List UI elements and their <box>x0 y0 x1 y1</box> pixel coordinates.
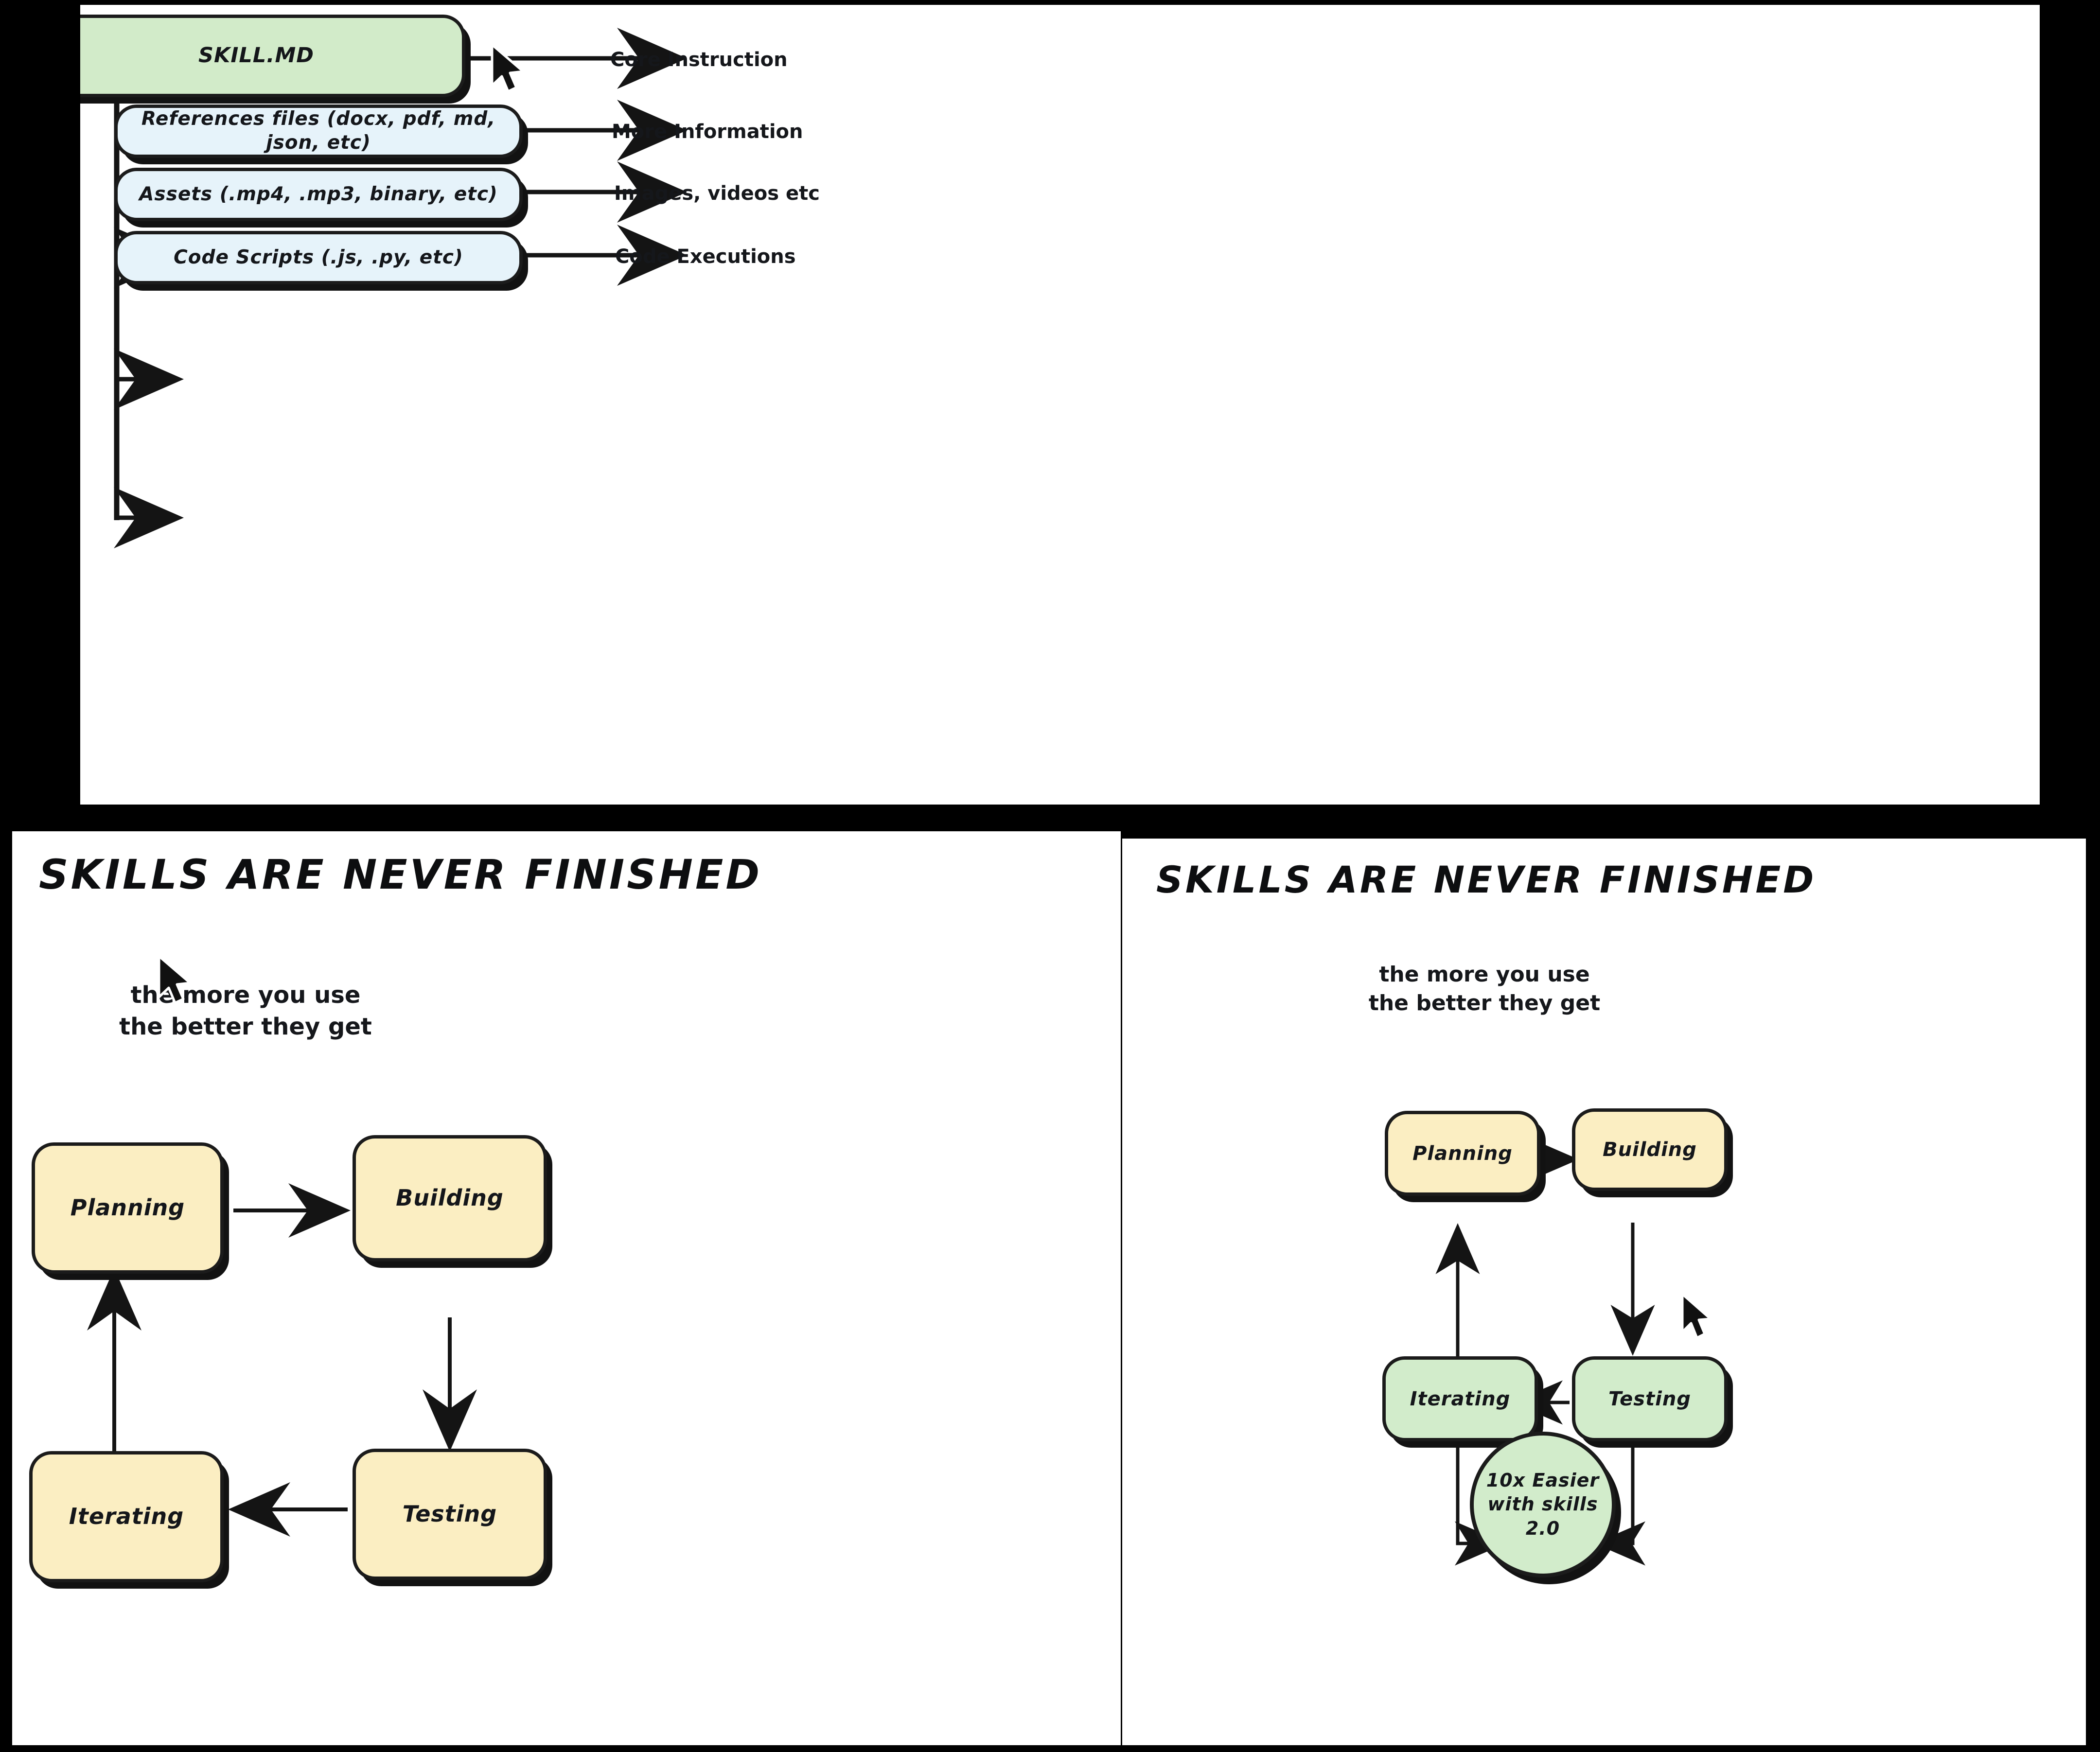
br-page-title: SKILLS ARE NEVER FINISHED <box>1156 858 1817 901</box>
bl-node-testing[interactable]: Testing <box>353 1449 547 1580</box>
bl-node-planning[interactable]: Planning <box>32 1142 224 1274</box>
node-assets[interactable]: Assets (.mp4, .mp3, binary, etc) <box>114 168 523 221</box>
br-node-iterating[interactable]: Iterating <box>1382 1356 1538 1441</box>
bl-subtitle-line1: the more you use <box>130 981 361 1009</box>
label-more-information: More Information <box>612 121 803 143</box>
bl-node-building-label: Building <box>396 1185 504 1211</box>
node-skill-md[interactable]: SKILL.MD <box>80 15 465 97</box>
node-assets-label: Assets (.mp4, .mp3, binary, etc) <box>139 183 498 205</box>
br-subtitle-line1: the more you use <box>1379 962 1590 987</box>
mouse-cursor-icon <box>491 43 525 93</box>
bl-subtitle-line2: the better they get <box>119 1013 372 1040</box>
bl-node-iterating[interactable]: Iterating <box>29 1451 224 1582</box>
node-code-scripts[interactable]: Code Scripts (.js, .py, etc) <box>114 231 523 284</box>
node-references-files-label: References files (docx, pdf, md, json, e… <box>141 108 496 154</box>
skills-loop-panel-enhanced: SKILLS ARE NEVER FINISHED the more you u… <box>1122 839 2086 1745</box>
bl-page-title: SKILLS ARE NEVER FINISHED <box>39 851 762 898</box>
br-node-building[interactable]: Building <box>1572 1108 1728 1191</box>
br-node-iterating-label: Iterating <box>1410 1387 1511 1410</box>
skill-structure-panel: SKILL.MD References files (docx, pdf, md… <box>80 5 2040 805</box>
br-node-building-label: Building <box>1603 1139 1697 1161</box>
bl-node-building[interactable]: Building <box>353 1135 547 1261</box>
br-node-10x-easier-line1: 10x Easier <box>1486 1469 1600 1491</box>
br-node-testing[interactable]: Testing <box>1572 1356 1728 1441</box>
br-node-10x-easier-line2: with skills 2.0 <box>1487 1493 1598 1539</box>
node-code-scripts-label: Code Scripts (.js, .py, etc) <box>174 246 463 268</box>
bl-node-planning-label: Planning <box>70 1194 185 1221</box>
br-node-planning-label: Planning <box>1412 1142 1513 1165</box>
br-subtitle-line2: the better they get <box>1368 991 1601 1016</box>
label-images-videos: Images, videos etc <box>614 182 820 205</box>
skills-loop-panel-basic: SKILLS ARE NEVER FINISHED the more you u… <box>12 831 1121 1745</box>
br-mouse-cursor-icon <box>1681 1293 1712 1339</box>
label-core-instruction: Core Instruction <box>610 49 788 71</box>
node-references-files[interactable]: References files (docx, pdf, md, json, e… <box>114 105 523 158</box>
br-node-testing-label: Testing <box>1608 1387 1691 1410</box>
bl-node-iterating-label: Iterating <box>69 1503 184 1530</box>
label-code-executions: Code Executions <box>615 245 796 268</box>
br-subtitle: the more you use the better they get <box>1363 960 1606 1018</box>
node-skill-md-label: SKILL.MD <box>198 43 314 68</box>
br-node-10x-easier[interactable]: 10x Easier with skills 2.0 <box>1470 1432 1616 1577</box>
br-node-planning[interactable]: Planning <box>1385 1111 1540 1196</box>
bl-subtitle: the more you use the better they get <box>112 980 379 1043</box>
bl-node-testing-label: Testing <box>402 1501 497 1527</box>
bl-connectors <box>87 1183 477 1537</box>
